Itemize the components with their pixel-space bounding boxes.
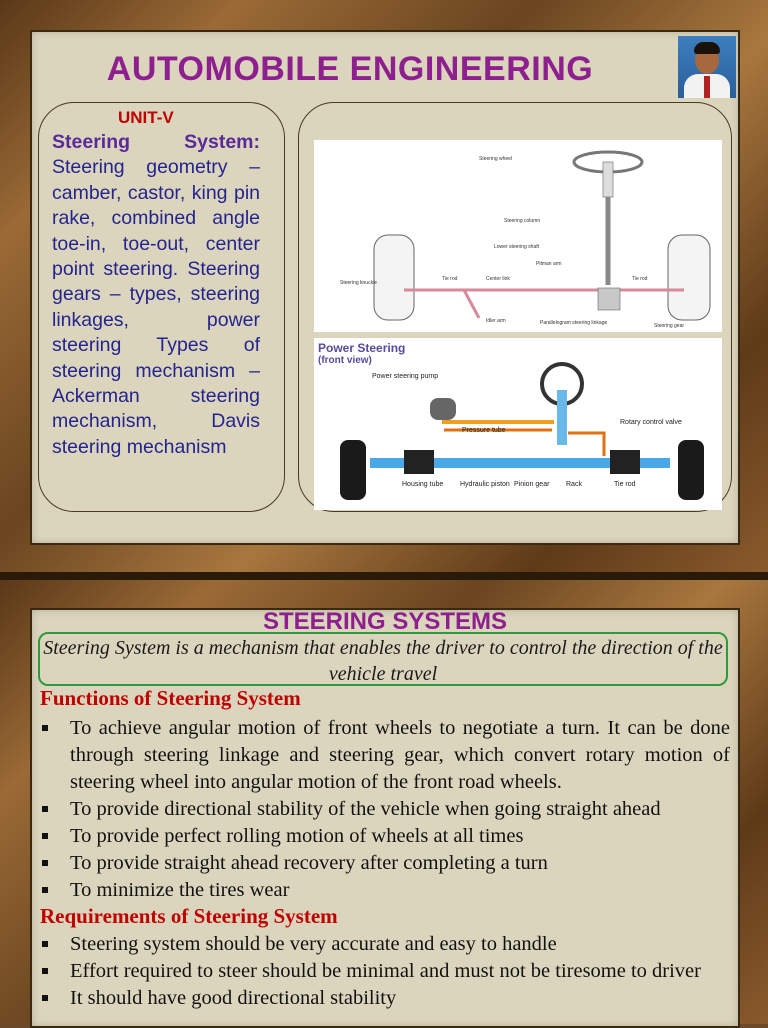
diag2-title: Power Steering [318, 341, 405, 355]
diag1-label-9: Parallelogram steering linkage [540, 320, 607, 326]
list-item: It should have good directional stabilit… [40, 985, 730, 1012]
diag2-label-1: Pressure tube [462, 427, 506, 434]
linkage-labels: Steering wheel Steering column Lower ste… [340, 156, 684, 329]
list-item: To provide directional stability of the … [40, 796, 730, 823]
power-steering-diagram: Power Steering (front view) Power steeri… [314, 338, 722, 510]
slide-2: STEERING SYSTEMS Steering System is a me… [30, 608, 740, 1028]
diag2-label-3: Housing tube [402, 481, 443, 488]
diag2-label-4: Hydraulic piston [460, 481, 510, 488]
diag2-label-0: Power steering pump [372, 373, 438, 380]
diag2-label-5: Pinion gear [514, 481, 550, 488]
requirements-heading: Requirements of Steering System [40, 904, 338, 928]
list-item: To minimize the tires wear [40, 877, 730, 904]
list-item: Steering system should be very accurate … [40, 931, 730, 958]
requirements-list: Steering system should be very accurate … [40, 931, 730, 1012]
slide-separator [0, 572, 768, 580]
diag1-label-4: Steering knuckle [340, 280, 377, 286]
list-item: To provide perfect rolling motion of whe… [40, 823, 730, 850]
diagram-box [298, 102, 732, 512]
diag1-label-7: Tie rod [632, 276, 648, 282]
list-item: Effort required to steer should be minim… [40, 958, 730, 985]
diag2-label-7: Tie rod [614, 481, 636, 488]
list-item: To achieve angular motion of front wheel… [40, 715, 730, 796]
unit-label: UNIT-V [118, 108, 174, 127]
definition-box: Steering System is a mechanism that enab… [38, 632, 728, 686]
diag1-label-6: Center link [486, 276, 510, 282]
steering-linkage-diagram: Steering wheel Steering column Lower ste… [314, 140, 722, 332]
power-steering-labels: Power steering pump Pressure tube Rotary… [372, 373, 682, 488]
syllabus-body: Steering geometry – camber, castor, king… [52, 156, 260, 458]
diag2-label-6: Rack [566, 481, 582, 488]
functions-heading: Functions of Steering System [40, 686, 301, 710]
diag1-label-10: Steering gear [654, 323, 684, 329]
slide-2-title: STEERING SYSTEMS [262, 608, 508, 635]
syllabus-box [38, 102, 285, 512]
diag2-label-2: Rotary control valve [620, 419, 682, 426]
diag1-label-0: Steering wheel [479, 156, 512, 162]
slide-1: AUTOMOBILE ENGINEERING UNIT-V Steering S… [30, 30, 740, 545]
syllabus-text: Steering System: Steering geometry – cam… [52, 130, 260, 460]
diag1-label-5: Tie rod [442, 276, 458, 282]
diag1-label-1: Steering column [504, 218, 540, 224]
functions-list: To achieve angular motion of front wheel… [40, 715, 730, 904]
author-photo [678, 36, 736, 98]
diag2-subtitle: (front view) [318, 355, 372, 366]
list-item: To provide straight ahead recovery after… [40, 850, 730, 877]
syllabus-heading: Steering System: [52, 131, 260, 153]
diag1-label-8: Idler arm [486, 318, 506, 324]
slide-1-title: AUTOMOBILE ENGINEERING [106, 50, 594, 88]
diag1-label-2: Lower steering shaft [494, 244, 540, 250]
diag1-label-3: Pitman arm [536, 261, 562, 267]
